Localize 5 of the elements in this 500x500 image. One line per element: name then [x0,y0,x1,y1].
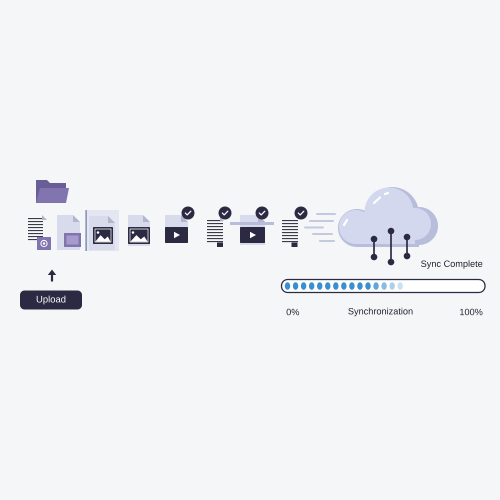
percent-label: 100% [460,308,482,316]
progress-label: Synchronization [348,308,412,316]
upload-button: Upload [20,290,82,310]
percent-label: 0% [286,308,300,316]
status-text: Sync Complete [421,260,482,269]
